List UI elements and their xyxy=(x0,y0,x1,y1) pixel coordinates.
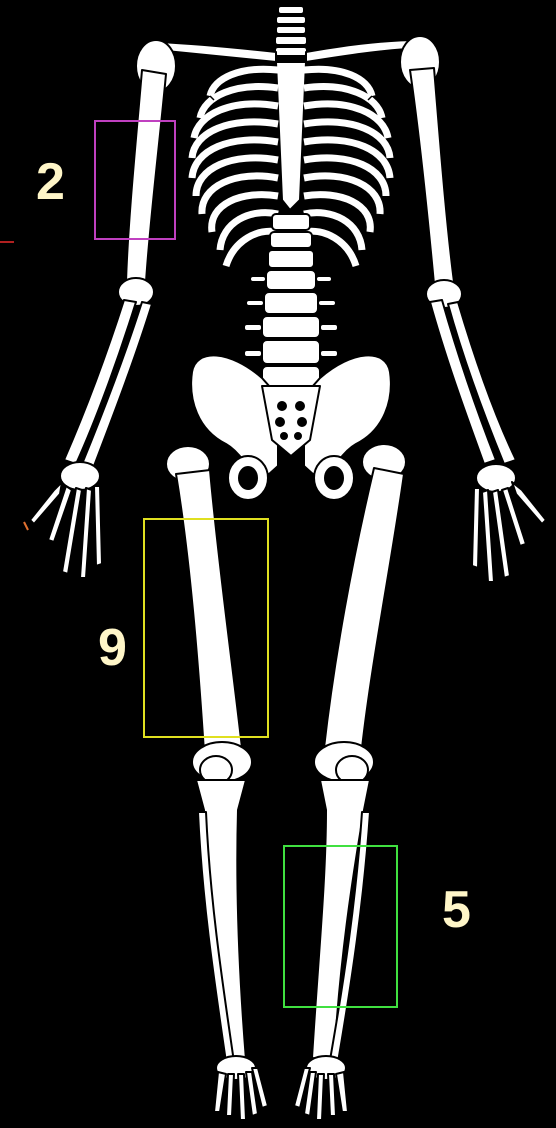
tibia-region-box xyxy=(283,845,398,1008)
callout-label-tibia: 5 xyxy=(442,884,471,936)
femur-region-box xyxy=(143,518,269,738)
humerus-region-box xyxy=(94,120,176,240)
cervical-spine xyxy=(275,6,307,56)
sternum xyxy=(276,62,306,210)
callout-label-humerus: 2 xyxy=(36,156,65,208)
callout-label-femur: 9 xyxy=(98,622,127,674)
